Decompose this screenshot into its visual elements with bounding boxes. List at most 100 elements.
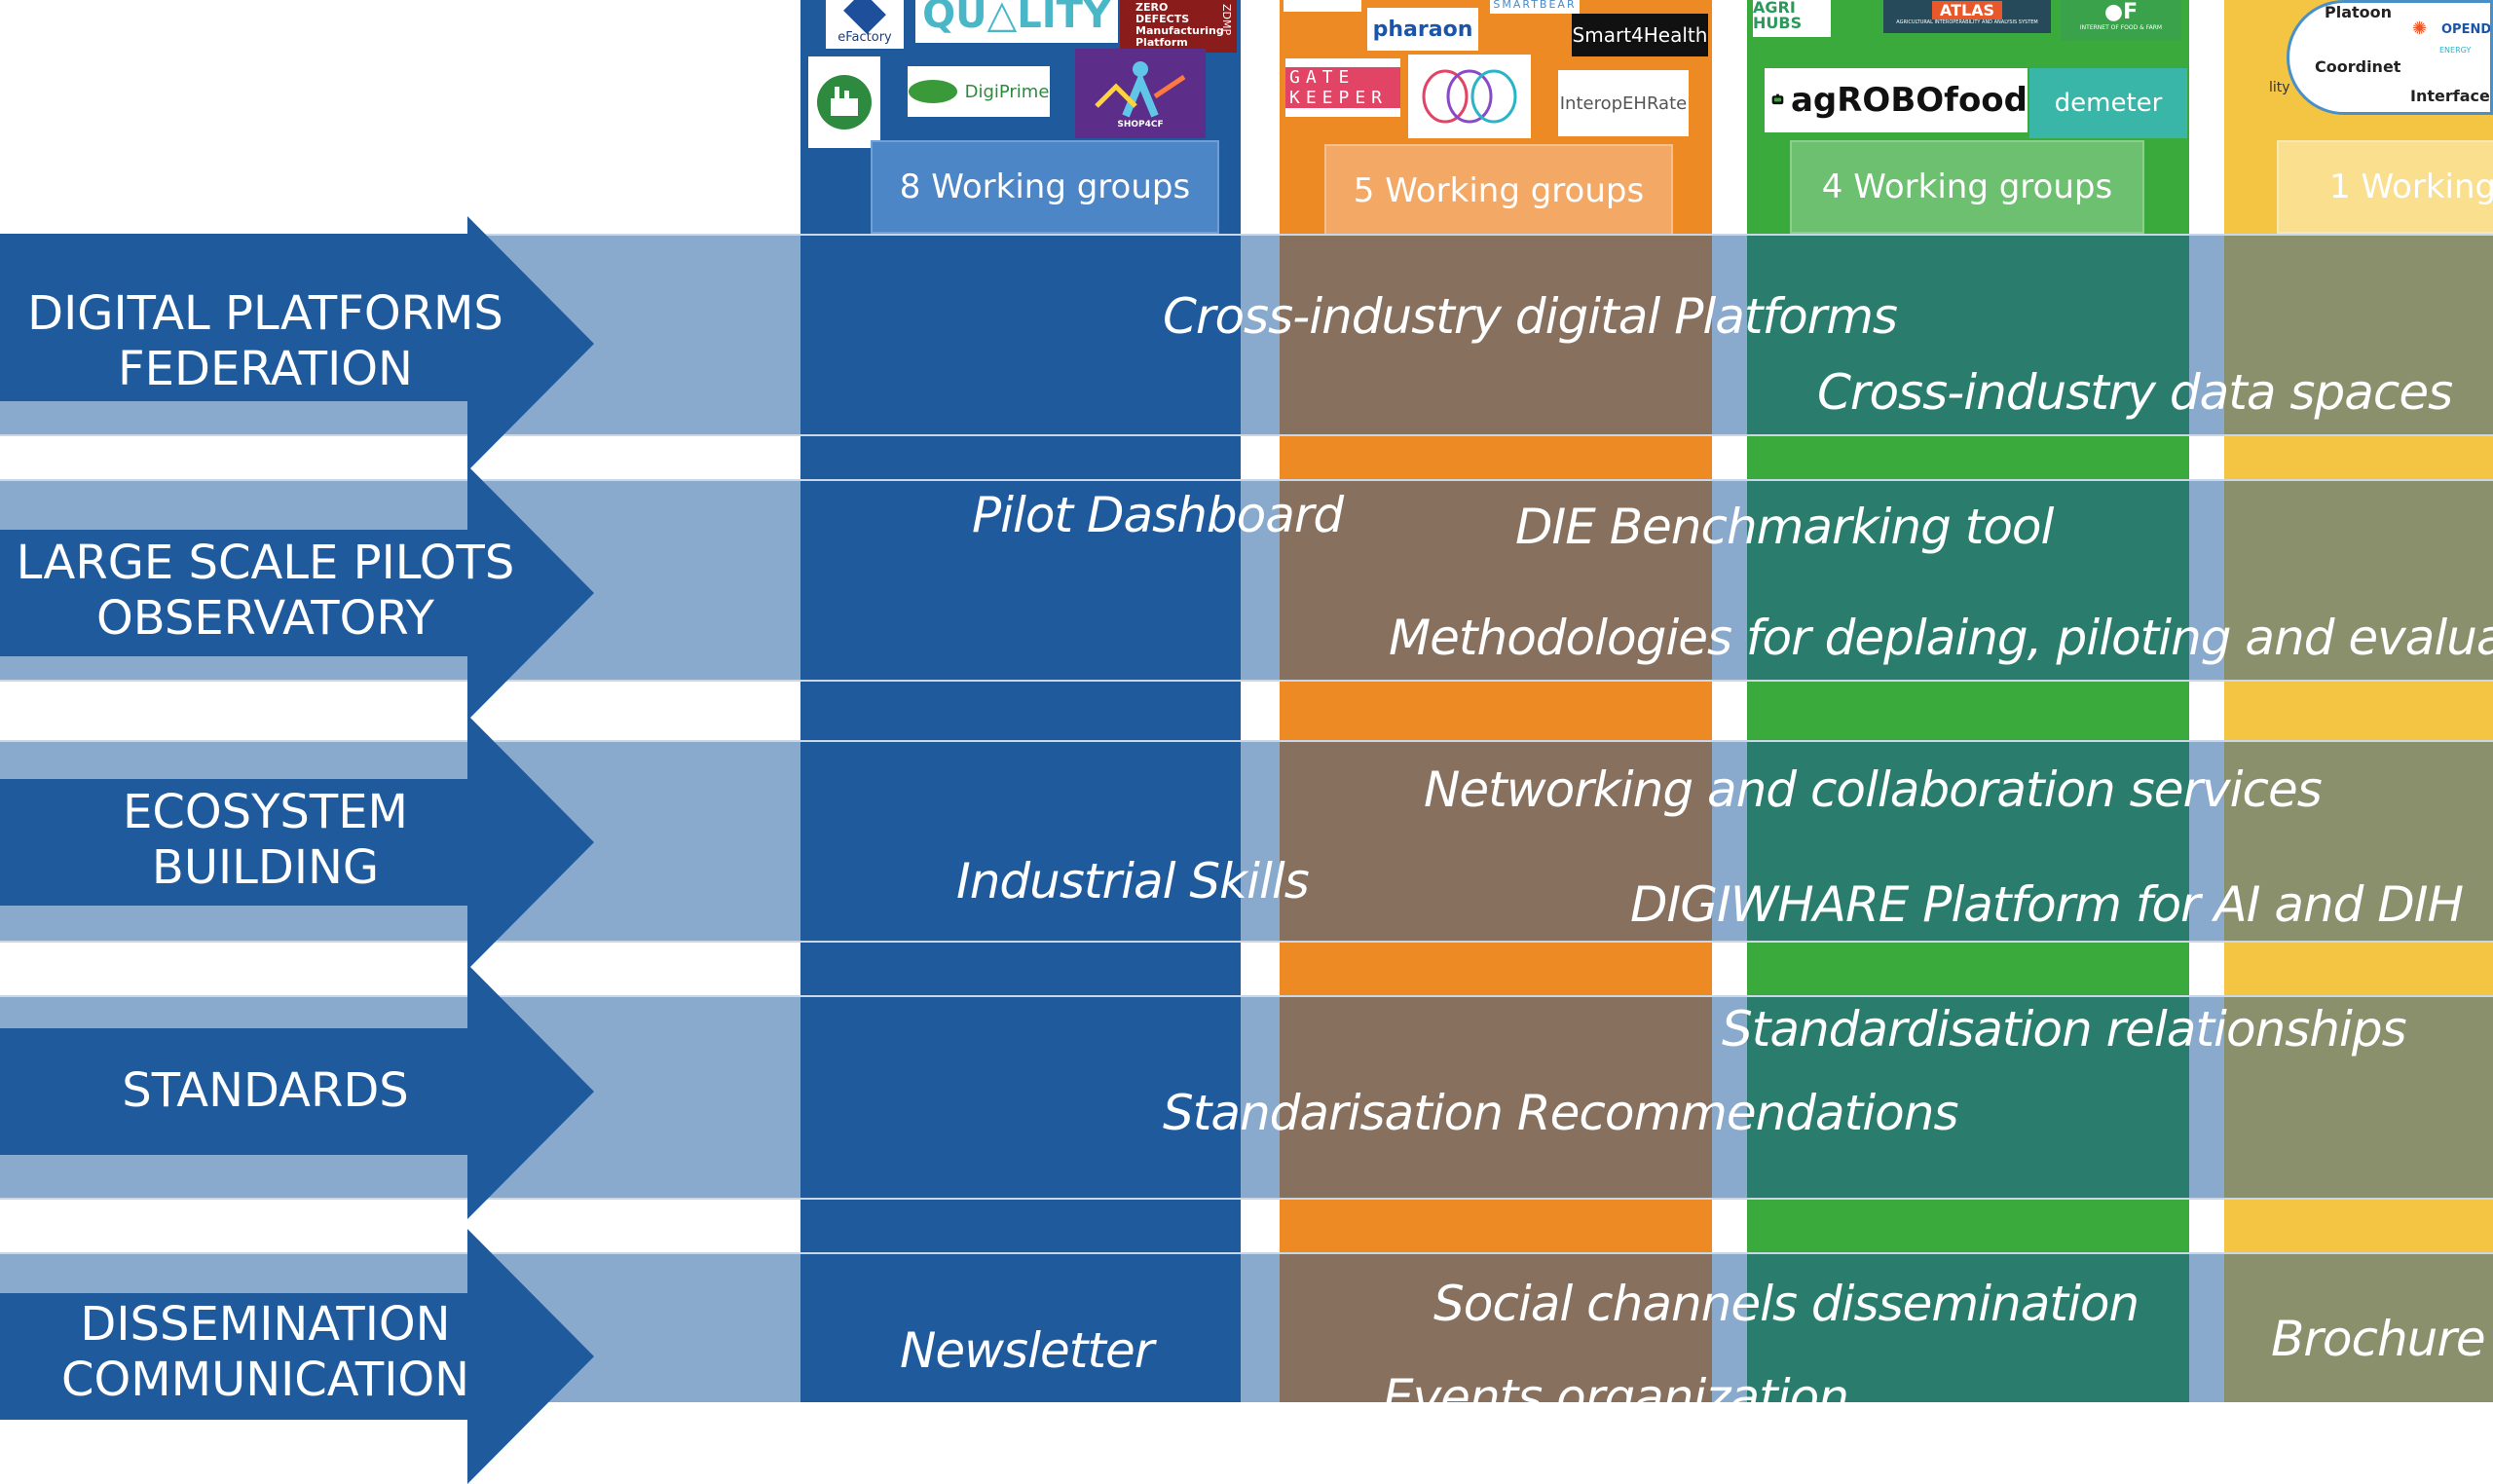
energy-text: ENERGY — [2439, 46, 2472, 55]
shop4cf-figure-icon — [1095, 61, 1186, 118]
working-groups-yellow: 1 Working g — [2277, 140, 2493, 234]
separator-line — [0, 740, 2493, 742]
agrihubs-logo: AGRI HUBS — [1753, 0, 1831, 37]
quality-text: QU△LITY — [922, 0, 1111, 37]
row-arrow-standards: STANDARDS — [0, 964, 594, 1219]
row-label-line1: STANDARDS — [122, 1063, 409, 1118]
row-label-line2: FEDERATION — [118, 342, 413, 396]
agrihubs-text: AGRI HUBS — [1753, 0, 1803, 32]
agrobofood-text: agROBOfood — [1790, 81, 2028, 120]
separator-line — [0, 234, 2493, 236]
arrow-shape-icon — [0, 465, 594, 721]
gatekeeper-logo: GATE KEEPER — [1285, 58, 1400, 117]
item-cross-industry-data-spaces: Cross-industry data spaces — [1817, 364, 2453, 421]
efactory-cube-icon — [843, 0, 886, 34]
row-arrow-ecosystem-building: ECOSYSTEM BUILDING — [0, 715, 594, 970]
item-digiwhare: DIGIWHARE Platform for AI and DIH — [1630, 876, 2464, 933]
atlas-sub-text: AGRICULTURAL INTEROPERABILITY AND ANALYS… — [1896, 19, 2038, 25]
zdmp-text: ZDMP — [1220, 4, 1233, 36]
digiprime-logo: DigiPrime — [908, 66, 1050, 117]
opendei-logo: Platoon Coordinet Interface ✺ OPENDEI EN… — [2287, 0, 2493, 115]
gap-strip-4 — [0, 1200, 2493, 1252]
row-label-line1: ECOSYSTEM — [123, 785, 408, 839]
row-label-line1: DISSEMINATION — [80, 1297, 451, 1352]
agrobofood-logo: agROBOfood — [1765, 68, 2028, 132]
item-die-benchmarking: DIE Benchmarking tool — [1515, 499, 2054, 555]
zdmp-logo: ZERO DEFECTS Manufacturing Platform ZDMP — [1120, 0, 1237, 53]
row-arrow-large-scale-pilots: LARGE SCALE PILOTS OBSERVATORY — [0, 465, 594, 721]
gap-strip-2 — [0, 682, 2493, 740]
item-methodologies: Methodologies for deplaing, piloting and… — [1389, 610, 2493, 666]
coordinet-text: Coordinet — [2315, 57, 2401, 76]
item-cross-industry-platforms: Cross-industry digital Platforms — [1163, 288, 1898, 345]
pharaon-logo: pharaon — [1367, 8, 1478, 51]
separator-line — [0, 941, 2493, 943]
row-label-line2: OBSERVATORY — [96, 591, 434, 646]
arrow-shape-icon — [0, 216, 594, 471]
item-social-channels: Social channels dissemination — [1433, 1276, 2140, 1332]
interopehrate-logo: InteropEHRate — [1558, 70, 1689, 136]
smart4health-logo: Smart4Health — [1572, 14, 1708, 56]
demeter-text: demeter — [2054, 89, 2163, 118]
demeter-logo: demeter — [2029, 68, 2187, 138]
arrow-shape-icon — [0, 1229, 594, 1484]
arrow-shape-icon — [0, 964, 594, 1219]
factory-circle-icon — [817, 75, 872, 130]
smartbear-text: SMARTBEAR — [1493, 0, 1577, 11]
quality-logo: QU△LITY — [915, 0, 1118, 43]
item-newsletter: Newsletter — [900, 1322, 1154, 1379]
separator-line — [0, 434, 2493, 436]
digiprime-text: DigiPrime — [964, 81, 1050, 102]
efactory-logo: eFactory — [826, 0, 904, 49]
item-networking: Networking and collaboration services — [1424, 761, 2323, 818]
iof-logo: ●F INTERNET OF FOOD & FARM — [2061, 0, 2181, 41]
row-label-line2: BUILDING — [151, 840, 380, 895]
item-std-relationships: Standardisation relationships — [1722, 1001, 2407, 1057]
gap-strip-3 — [0, 943, 2493, 995]
item-pilot-dashboard: Pilot Dashboard — [972, 487, 1344, 543]
atlas-text: ATLAS — [1931, 0, 2003, 19]
separator-line — [0, 680, 2493, 682]
efactory-text: eFactory — [837, 29, 892, 45]
ility-text: lity — [2269, 80, 2290, 95]
row-label-line1: DIGITAL PLATFORMS — [27, 286, 503, 341]
item-industrial-skills: Industrial Skills — [956, 853, 1310, 909]
pharaon-text: pharaon — [1372, 17, 1473, 42]
shop4cf-logo: SHOP4CF — [1075, 49, 1206, 138]
gap-strip-1 — [0, 436, 2493, 479]
platoon-text: Platoon — [2325, 3, 2393, 21]
robot-icon — [1771, 93, 1784, 105]
shop4cf-text: SHOP4CF — [1117, 120, 1164, 130]
item-std-recommendations: Standarisation Recommendations — [1163, 1085, 1959, 1141]
rings-logo — [1408, 55, 1531, 138]
item-brochure: Brochure — [2271, 1311, 2486, 1367]
red-logo — [1284, 0, 1361, 12]
rings-icon — [1422, 69, 1517, 124]
working-groups-blue: 8 Working groups — [871, 140, 1219, 234]
separator-line — [0, 1252, 2493, 1254]
row-arrow-dissemination: DISSEMINATION COMMUNICATION — [0, 1229, 594, 1484]
factory-logo — [808, 56, 880, 148]
smartbear-logo: SMARTBEAR — [1490, 0, 1580, 14]
working-groups-orange: 5 Working groups — [1324, 144, 1673, 238]
opendei-swirl-icon: ✺ — [2412, 19, 2428, 39]
row-label-line2: COMMUNICATION — [60, 1353, 470, 1407]
interopehrate-text: InteropEHRate — [1559, 93, 1688, 114]
zero-defects-text: ZERO DEFECTS Manufacturing Platform — [1135, 1, 1224, 49]
row-arrow-digital-platforms: DIGITAL PLATFORMS FEDERATION — [0, 216, 594, 471]
digiprime-icon — [908, 80, 957, 103]
row-label-line1: LARGE SCALE PILOTS — [16, 536, 515, 590]
smart4health-text: Smart4Health — [1572, 23, 1708, 47]
separator-line — [0, 479, 2493, 481]
atlas-logo: ATLAS AGRICULTURAL INTEROPERABILITY AND … — [1883, 0, 2051, 33]
gatekeeper-text: GATE KEEPER — [1285, 67, 1400, 108]
interface-text: Interface — [2410, 87, 2490, 105]
iof-text: INTERNET OF FOOD & FARM — [2079, 24, 2163, 31]
separator-line — [0, 995, 2493, 997]
separator-line — [0, 1198, 2493, 1200]
working-groups-green: 4 Working groups — [1790, 140, 2144, 234]
item-events: Events organization — [1383, 1369, 1849, 1426]
opendei-text: OPENDEI — [2441, 22, 2492, 37]
iof-icon: ●F — [2103, 0, 2139, 24]
arrow-shape-icon — [0, 715, 594, 970]
